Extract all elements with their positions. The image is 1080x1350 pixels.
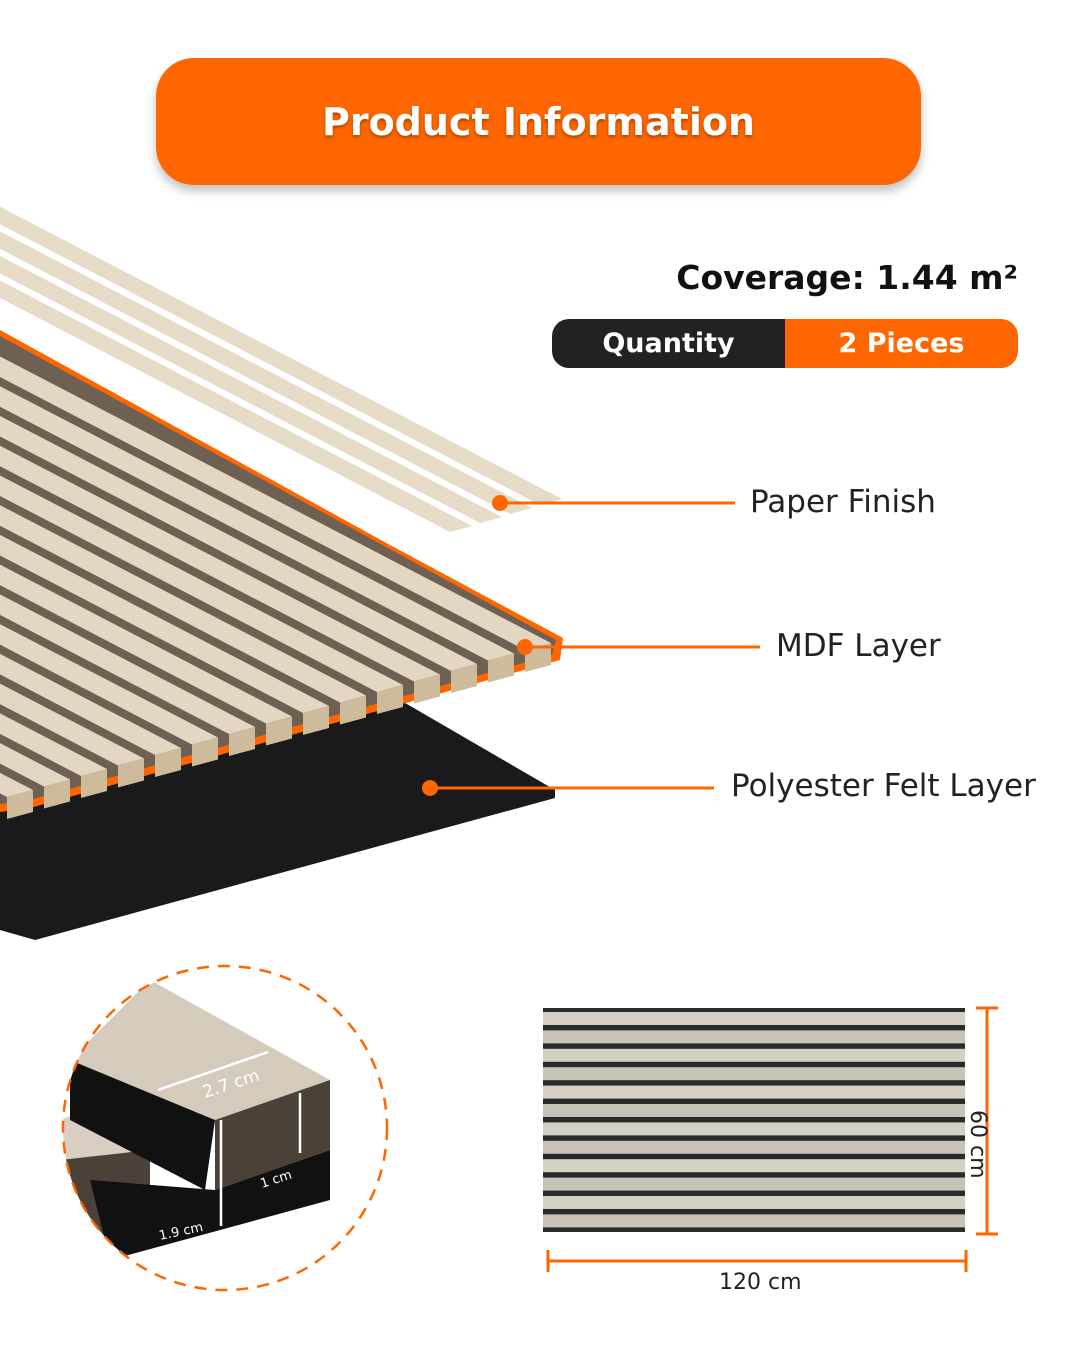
- mdf-slat: [0, 386, 514, 661]
- mdf-slats: [0, 356, 551, 819]
- mdf-slat: [0, 534, 329, 713]
- panel-slat: [543, 1214, 965, 1228]
- mdf-slat-end: [155, 748, 181, 777]
- panel-slat: [543, 1085, 965, 1099]
- panel-height-label: 60 cm: [965, 1110, 990, 1179]
- panel-slat: [543, 1177, 965, 1191]
- panel-slat: [543, 1104, 965, 1117]
- panel-slat: [543, 1030, 965, 1044]
- mdf-slat-end: [229, 727, 255, 756]
- mdf-slat: [0, 624, 218, 745]
- panel-slat: [543, 1067, 965, 1081]
- mdf-slat: [0, 564, 292, 724]
- panel-slat: [543, 1196, 965, 1209]
- mdf-slat-end: [414, 674, 440, 704]
- panel-slat: [543, 1122, 965, 1136]
- mdf-slat-end: [192, 737, 218, 767]
- panel-slat: [543, 1159, 965, 1173]
- quantity-badge: Quantity 2 Pieces: [552, 319, 1018, 368]
- panel-slat: [543, 1140, 965, 1154]
- slat-detail-zoom: 2.7 cm 1 cm 1.9 cm: [61, 964, 389, 1292]
- mdf-slat: [0, 445, 440, 682]
- mdf-slat-end: [451, 664, 477, 693]
- mdf-slat-end: [488, 653, 514, 683]
- paper-finish-strips: [0, 206, 562, 532]
- layer-label-paper-finish: Paper Finish: [750, 484, 936, 520]
- panel-front-view: [543, 1008, 965, 1232]
- callout-lines: [422, 495, 760, 796]
- coverage-text: Coverage: 1.44 m²: [676, 258, 1018, 297]
- mdf-slat: [0, 505, 366, 703]
- quantity-value: 2 Pieces: [785, 319, 1018, 368]
- layer-label-mdf: MDF Layer: [776, 628, 941, 664]
- quantity-label: Quantity: [552, 319, 785, 368]
- layer-label-felt: Polyester Felt Layer: [731, 768, 1036, 804]
- panel-slat: [543, 1012, 965, 1025]
- dimension-lines: [546, 1006, 998, 1272]
- paper-strip: [0, 206, 562, 505]
- mdf-slat: [0, 415, 477, 671]
- mdf-slat-end: [266, 716, 292, 746]
- mdf-slat: [0, 594, 255, 734]
- mdf-slat: [0, 475, 403, 692]
- mdf-slat-end: [377, 685, 403, 714]
- paper-strip: [0, 280, 472, 532]
- mdf-slat: [0, 356, 551, 650]
- page-title: Product Information: [321, 99, 756, 144]
- panel-width-label: 120 cm: [719, 1270, 802, 1295]
- mdf-slat: [0, 743, 70, 787]
- paper-strip: [0, 231, 532, 514]
- mdf-slat: [0, 772, 33, 797]
- mdf-slat: [0, 683, 144, 766]
- mdf-slat: [0, 653, 181, 755]
- mdf-slat-end: [303, 706, 329, 735]
- mdf-slat-end: [81, 769, 107, 798]
- panel-slat: [543, 1048, 965, 1062]
- title-banner: Product Information: [156, 58, 921, 185]
- mdf-slat-end: [44, 779, 70, 809]
- mdf-slat-end: [118, 758, 144, 788]
- paper-strip: [0, 255, 502, 523]
- mdf-slat-end: [7, 790, 33, 819]
- mdf-slat-end: [340, 695, 366, 725]
- mdf-slat: [0, 713, 107, 776]
